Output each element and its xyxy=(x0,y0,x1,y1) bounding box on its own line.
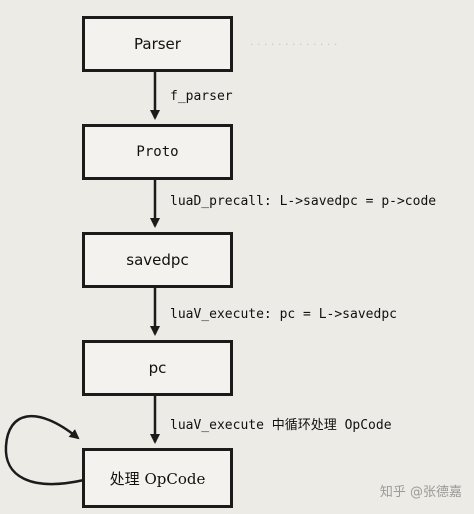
node-opcode-label: 处理 OpCode xyxy=(109,469,206,488)
node-parser-label: Parser xyxy=(134,35,181,53)
node-savedpc: savedpc xyxy=(82,232,233,288)
node-parser: Parser xyxy=(82,16,233,72)
node-pc-label: pc xyxy=(148,359,167,377)
node-proto-label: Proto xyxy=(136,144,179,160)
arrow-opcode-loop xyxy=(4,414,85,486)
node-savedpc-label: savedpc xyxy=(126,251,189,269)
node-opcode: 处理 OpCode xyxy=(82,448,233,508)
edge-label-f-parser: f_parser xyxy=(170,89,233,104)
bleed-through-text: · · · · · · · · · · · · · xyxy=(250,38,338,51)
node-pc: pc xyxy=(82,340,233,396)
node-proto: Proto xyxy=(82,124,233,180)
edge-label-execute: luaV_execute: pc = L->savedpc xyxy=(170,307,397,322)
edge-label-precall: luaD_precall: L->savedpc = p->code xyxy=(170,194,437,209)
watermark: 知乎 @张德嘉 xyxy=(379,485,462,500)
edge-label-loop: luaV_execute 中循环处理 OpCode xyxy=(170,418,392,433)
